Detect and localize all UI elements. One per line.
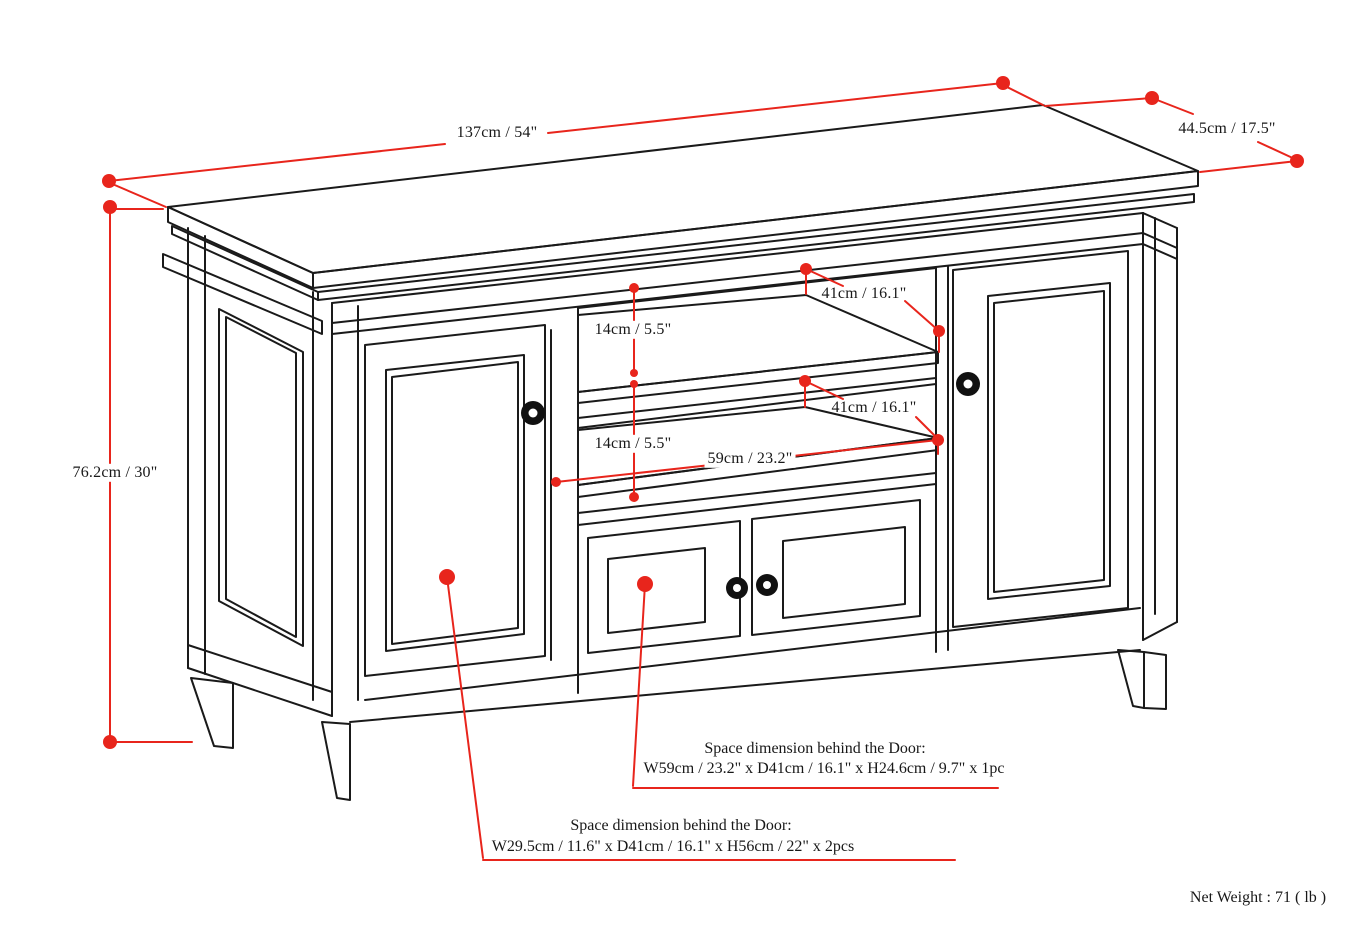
top-panel (167, 104, 1199, 301)
mid-shelf-line-2 (577, 383, 937, 429)
dim-center-width-label: 59cm / 23.2" (704, 449, 796, 469)
upper-shelf-band (577, 351, 939, 404)
dim-upper-shelf-depth-label: 41cm / 16.1" (821, 284, 907, 302)
net-weight-label: Net Weight : 71 ( lb ) (1189, 889, 1327, 906)
front-left-leg (321, 721, 351, 801)
dim-upper-shelf-height-label: 14cm / 5.5" (591, 320, 675, 340)
center-left-door (587, 520, 741, 654)
rail-top (364, 607, 1141, 701)
mid-shelf-line-1 (577, 377, 937, 419)
side-recessed-panel (218, 308, 304, 647)
face-bottom-edge (349, 649, 1141, 723)
face-top-edge (331, 212, 1144, 304)
face-frame (331, 212, 1178, 723)
dim-top-width-label: 137cm / 54" (456, 123, 538, 141)
center-shelf-section (577, 267, 939, 526)
dim-lower-shelf-height-label: 14cm / 5.5" (591, 434, 675, 454)
molding-strip-top (331, 232, 1144, 324)
legs (190, 649, 1167, 801)
bay-top-edge (577, 267, 937, 309)
left-side-panel (162, 227, 333, 717)
dim-lower-shelf-depth-label: 41cm / 16.1" (831, 398, 917, 416)
top-sublip-left (171, 225, 319, 301)
note-leader-lines (446, 576, 999, 861)
dim-upper-shelf-depth-lines (805, 268, 940, 353)
dim-top-depth-lines (1044, 97, 1298, 173)
center-door-leader-dot (637, 576, 653, 592)
back-left-leg (190, 677, 234, 749)
side-door-note-detail: W29.5cm / 11.6" x D41cm / 16.1" x H56cm … (491, 838, 855, 855)
right-door (952, 250, 1129, 628)
dim-top-depth-label: 44.5cm / 17.5" (1178, 119, 1276, 137)
deck-line-1 (577, 472, 937, 514)
left-door-leader-dot (439, 569, 455, 585)
center-door-note-detail: W59cm / 23.2" x D41cm / 16.1" x H24.6cm … (643, 760, 1005, 777)
front-right-leg (1117, 649, 1145, 709)
top-front-band (312, 170, 1199, 289)
upper-shelf-top (577, 294, 939, 393)
dim-overall-height-label: 76.2cm / 30" (69, 463, 161, 483)
deck-line-2 (577, 483, 937, 526)
center-door-note-title: Space dimension behind the Door: (704, 740, 926, 757)
door-knobs (521, 372, 980, 599)
top-sublip-front (317, 193, 1195, 301)
left-door (364, 324, 546, 677)
molding-strip-bottom (331, 243, 1144, 335)
top-left-band (167, 206, 314, 289)
side-molding-bar (162, 253, 323, 335)
dim-top-width-lines (108, 82, 1044, 208)
side-recessed-panel-inner (225, 316, 297, 638)
center-right-door (751, 499, 921, 636)
front-right-leg-side (1143, 651, 1167, 710)
dimension-endpoint-dots (102, 76, 1304, 749)
side-door-note-title: Space dimension behind the Door: (570, 817, 792, 834)
